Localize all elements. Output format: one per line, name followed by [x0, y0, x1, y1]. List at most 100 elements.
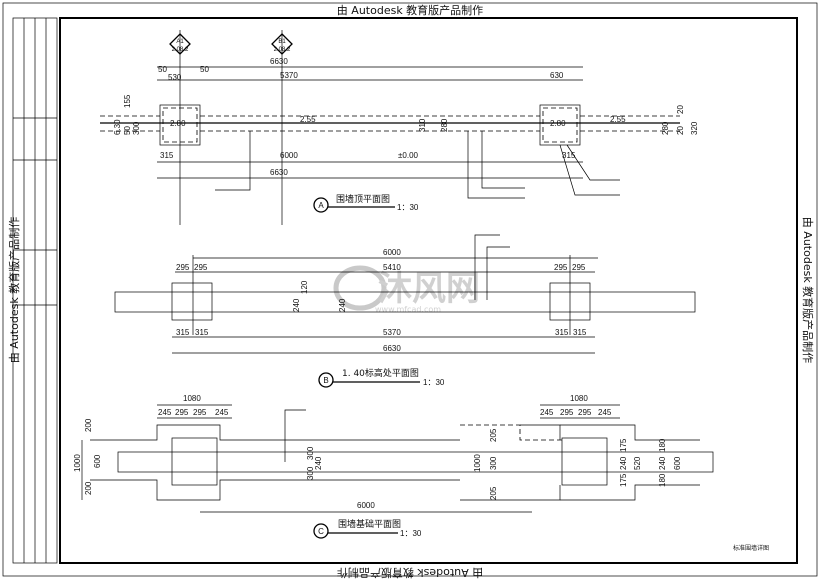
dimension-label: 1000: [73, 454, 82, 472]
dimension-label: 6000: [357, 501, 375, 510]
dimension-label: 6.30: [113, 119, 122, 135]
dimension-label: 5410: [383, 263, 401, 272]
dimension-label: 50: [158, 65, 167, 74]
dimension-label: 295: [193, 408, 207, 417]
plan-b-title: B 1. 40标高处平面图 1：30: [318, 367, 445, 388]
inner-frame: [59, 17, 798, 564]
watermark-bottom: 由 Autodesk 教育版产品制作: [337, 566, 483, 580]
section-mark-a1: A1 2.08.2: [169, 30, 191, 225]
dimension-label: 200: [84, 481, 93, 495]
dimension-label: 240: [619, 456, 628, 470]
site-watermark: 沐风网 www.mfcad.com: [333, 265, 480, 314]
dimension-label: 2.08.2: [274, 47, 291, 53]
dimension-label: 175: [619, 438, 628, 452]
dimension-label: 310: [418, 118, 427, 132]
dimension-label: 315: [176, 328, 190, 337]
dimension-label: 240: [292, 298, 301, 312]
dimension-label: 1080: [183, 394, 201, 403]
dimension-label: 240: [314, 456, 323, 470]
dimension-label: 240: [658, 456, 667, 470]
dimension-label: 295: [194, 263, 208, 272]
dimension-label: 295: [175, 408, 189, 417]
plan-a-scale: 1：30: [397, 203, 419, 212]
dimension-label: 600: [93, 454, 102, 468]
plan-b-title-text: 1. 40标高处平面图: [342, 367, 419, 379]
dimension-label: 600: [673, 456, 682, 470]
dimension-label: 245: [215, 408, 229, 417]
dimension-label: 6630: [270, 168, 288, 177]
elevation-label: 2.55: [300, 115, 316, 124]
dimension-label: 320: [690, 121, 699, 135]
elevation-label: 2.80: [550, 119, 566, 128]
title-block-strip: [12, 17, 58, 564]
dimension-label: 315: [555, 328, 569, 337]
dimension-label: 180: [658, 438, 667, 452]
dimension-label: 175: [619, 473, 628, 487]
dimension-label: 245: [158, 408, 172, 417]
dimension-label: 50: [123, 126, 132, 135]
dimension-label: B1: [278, 39, 286, 45]
drawing-title: 标准围墙详图: [733, 544, 769, 552]
dimension-label: 520: [633, 456, 642, 470]
dimension-label: A1: [176, 39, 184, 45]
dimension-label: 295: [578, 408, 592, 417]
elevation-label: 2.80: [170, 119, 186, 128]
section-mark-b1: B1 2.08.2: [271, 30, 293, 225]
plan-b-marker: B: [323, 376, 328, 385]
dimension-label: 295: [554, 263, 568, 272]
site-logo-text: 沐风网: [378, 269, 480, 309]
dimension-label: 1000: [473, 454, 482, 472]
elevation-label: 2.55: [610, 115, 626, 124]
dimension-label: 6630: [270, 57, 288, 66]
dimension-label: 315: [573, 328, 587, 337]
dimension-label: 300: [306, 446, 315, 460]
dimension-label: 50: [200, 65, 209, 74]
dimension-label: 1080: [570, 394, 588, 403]
elevation-label: ±0.00: [398, 151, 419, 160]
plan-c-title-text: 围墙基础平面图: [338, 518, 401, 530]
dimension-label: 180: [658, 473, 667, 487]
plan-c: 1080 245 295 295 245 1080 245 295 295 24…: [73, 394, 714, 539]
plan-a: A1 2.08.2 B1 2.08.2 6630 50 530 50 5370 …: [100, 30, 699, 225]
dimension-label: 295: [560, 408, 574, 417]
dimension-label: 240: [338, 298, 347, 312]
site-url-text: www.mfcad.com: [375, 305, 441, 314]
dimension-label: 20: [676, 105, 685, 114]
dimension-label: 530: [168, 73, 182, 82]
dimension-label: 155: [123, 94, 132, 108]
dimension-label: 300: [132, 121, 141, 135]
dimension-label: 6630: [383, 344, 401, 353]
plan-a-title: A 围墙顶平面图 1：30: [313, 193, 419, 213]
dimension-label: 295: [176, 263, 190, 272]
dimension-label: 20: [676, 126, 685, 135]
plan-b: 6000 295 295 5410 295 295 315 315 5370 3…: [114, 234, 696, 388]
plan-b-scale: 1：30: [423, 378, 445, 387]
dimension-label: 245: [540, 408, 554, 417]
dimension-label: 280: [440, 118, 449, 132]
dimension-label: 5370: [280, 71, 298, 80]
watermark-left: 由 Autodesk 教育版产品制作: [7, 217, 21, 363]
plan-a-marker: A: [318, 201, 324, 210]
watermark-top: 由 Autodesk 教育版产品制作: [337, 3, 483, 17]
dimension-label: 120: [300, 280, 309, 294]
dimension-label: 6000: [383, 248, 401, 257]
dimension-label: 315: [195, 328, 209, 337]
dimension-label: 2.08.2: [172, 47, 189, 53]
dimension-label: 5370: [383, 328, 401, 337]
dimension-label: 205: [489, 486, 498, 500]
plan-c-marker: C: [318, 527, 324, 536]
plan-c-title: C 围墙基础平面图 1：30: [313, 518, 422, 539]
dimension-label: 245: [598, 408, 612, 417]
dimension-label: 315: [160, 151, 174, 160]
watermark-right: 由 Autodesk 教育版产品制作: [801, 217, 815, 363]
dimension-label: 315: [562, 151, 576, 160]
dimension-label: 200: [84, 418, 93, 432]
dimension-label: 300: [306, 466, 315, 480]
dimension-label: 295: [572, 263, 586, 272]
plan-c-scale: 1：30: [400, 529, 422, 538]
dimension-label: 205: [489, 428, 498, 442]
dimension-label: 300: [489, 456, 498, 470]
plan-a-title-text: 围墙顶平面图: [336, 193, 390, 205]
